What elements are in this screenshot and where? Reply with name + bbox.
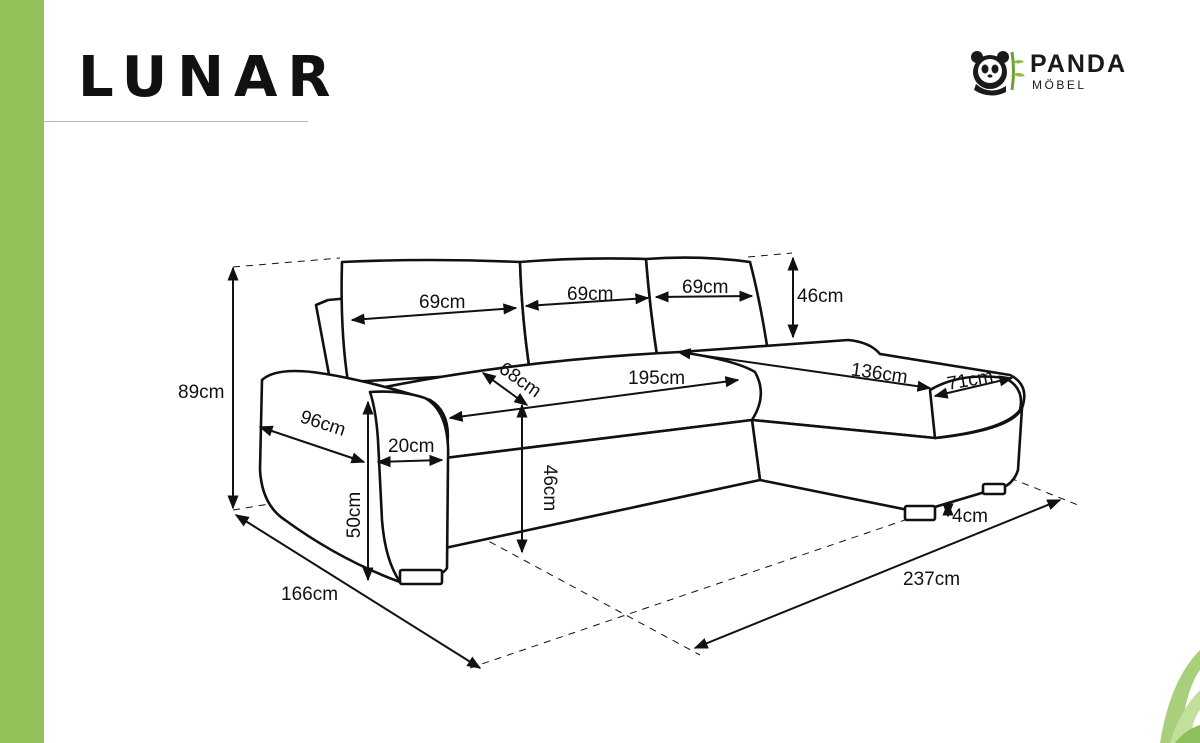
bamboo-leaf-icon [1160,650,1200,743]
back-cushion-right [644,256,770,364]
brand-name: PANDA [1030,50,1128,78]
dim-total-depth: 166cm [281,584,338,605]
dim-back-cushion-height: 46cm [797,286,843,307]
dim-armrest-height: 50cm [344,492,365,538]
panda-logo-icon [971,51,1025,96]
sofa-leg-right [981,482,1007,496]
brand-subtitle: MÖBEL [1032,78,1087,92]
back-cushion-left [340,258,532,384]
dim-back-cushion-left: 69cm [419,292,465,313]
dimension-arrows [227,256,1062,669]
dim-armrest-width: 20cm [388,436,434,457]
sofa-outline [258,256,1026,586]
dim-total-height: 89cm [178,382,224,403]
dim-seat-height: 46cm [539,465,560,511]
accent-sidebar-bar [0,0,44,743]
brand-logo[interactable]: PANDA MÖBEL [968,46,1148,98]
product-title: LUNAR [78,45,341,110]
dim-seat-width: 195cm [628,368,685,389]
dim-back-cushion-middle: 69cm [567,284,613,305]
sofa-leg-left [398,568,444,586]
dim-leg-height: 4cm [952,506,988,527]
dim-back-cushion-right: 69cm [682,277,728,298]
title-divider [44,121,308,122]
dim-total-width: 237cm [903,569,960,590]
sofa-leg-mid [903,504,937,522]
